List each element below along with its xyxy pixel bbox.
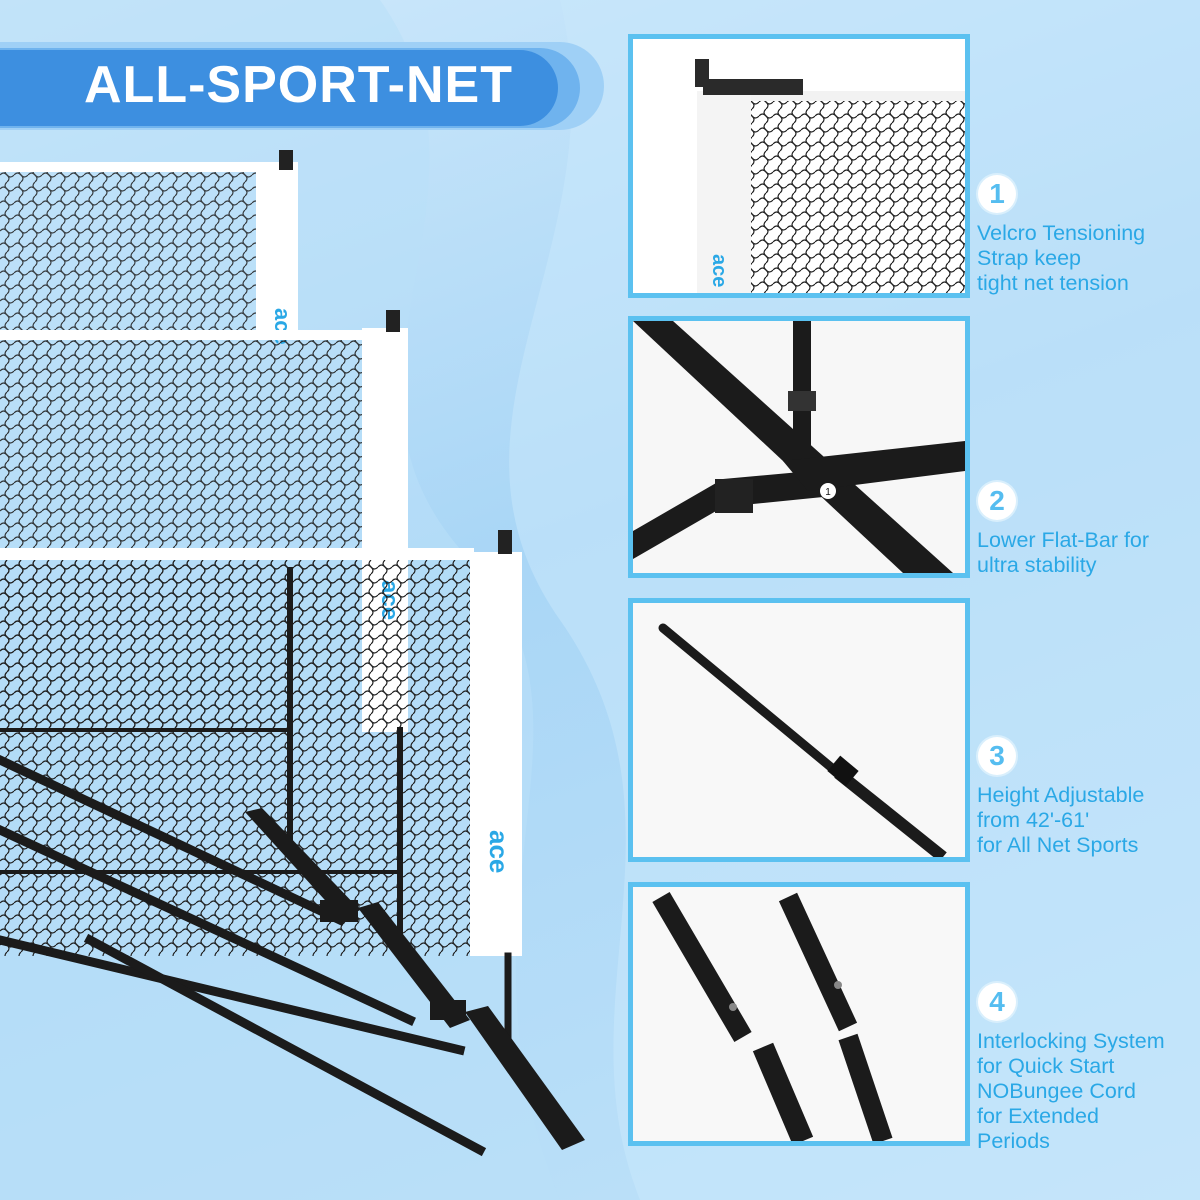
page-title: ALL-SPORT-NET: [84, 56, 513, 114]
detail-panel-velcro: ace: [628, 34, 970, 298]
feature-3-line-3: for All Net Sports: [977, 833, 1139, 857]
svg-text:ace: ace: [708, 254, 730, 287]
detail-panel-interlock: [628, 882, 970, 1146]
feature-1-line-1: Velcro Tensioning: [977, 221, 1146, 245]
hero-nets-illustration: ace ace ace: [0, 150, 585, 1157]
feature-4-line-3: NOBungee Cord: [977, 1079, 1136, 1103]
feature-1-number: 1: [978, 175, 1016, 213]
feature-3: 3 Height Adjustable from 42'-61' for All…: [977, 737, 1195, 858]
feature-4: 4 Interlocking System for Quick Start NO…: [977, 983, 1195, 1154]
feature-3-line-2: from 42'-61': [977, 808, 1090, 832]
feature-4-line-4: for Extended: [977, 1104, 1099, 1128]
feature-2-number: 2: [978, 482, 1016, 520]
base-number-label: 1: [825, 487, 831, 498]
feature-2-line-1: Lower Flat-Bar for: [977, 528, 1150, 552]
detail-panel-base: 1: [628, 316, 970, 578]
net-front: ace: [0, 530, 522, 956]
feature-2-line-2: ultra stability: [977, 553, 1097, 577]
feature-1: 1 Velcro Tensioning Strap keep tight net…: [977, 175, 1195, 296]
brand-logo-front: ace: [484, 830, 514, 873]
feature-4-line-5: Periods: [977, 1129, 1050, 1153]
feature-2: 2 Lower Flat-Bar for ultra stability: [977, 482, 1195, 578]
title-banner: [0, 42, 604, 130]
feature-3-line-1: Height Adjustable: [977, 783, 1145, 807]
feature-4-line-2: for Quick Start: [977, 1054, 1115, 1078]
feature-1-line-3: tight net tension: [977, 271, 1129, 295]
net-back: ace: [0, 150, 298, 345]
detail-panel-pole: [628, 598, 970, 862]
feature-1-line-2: Strap keep: [977, 246, 1081, 270]
feature-4-line-1: Interlocking System: [977, 1029, 1165, 1053]
feature-3-number: 3: [978, 737, 1016, 775]
feature-4-number: 4: [978, 983, 1016, 1021]
